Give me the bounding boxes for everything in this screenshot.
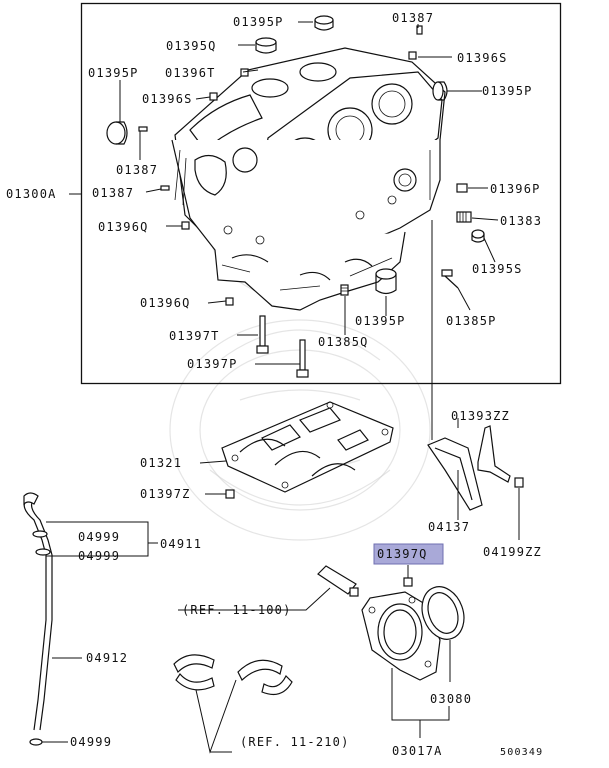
label-01300a[interactable]: 01300A bbox=[6, 187, 57, 201]
label-01395p-left[interactable]: 01395P bbox=[88, 66, 139, 80]
label-01385p[interactable]: 01385P bbox=[446, 314, 497, 328]
engine-block-frame bbox=[80, 2, 562, 385]
label-ref-11-210[interactable]: (REF. 11-210) bbox=[240, 735, 350, 749]
cylinder-block-illustration bbox=[171, 47, 446, 311]
label-01395p-low[interactable]: 01395P bbox=[355, 314, 406, 328]
label-04912[interactable]: 04912 bbox=[86, 651, 128, 665]
ref-parts-illustration bbox=[173, 565, 359, 754]
label-01387-mid[interactable]: 01387 bbox=[116, 163, 158, 177]
label-01395s[interactable]: 01395S bbox=[472, 262, 523, 276]
label-01387-top[interactable]: 01387 bbox=[392, 11, 434, 25]
label-01321[interactable]: 01321 bbox=[140, 456, 182, 470]
label-04999-c[interactable]: 04999 bbox=[70, 735, 112, 749]
label-01383[interactable]: 01383 bbox=[500, 214, 542, 228]
label-04137[interactable]: 04137 bbox=[428, 520, 470, 534]
part-labels: 01395P 01387 01395Q 01396S 01395P 01396T… bbox=[6, 11, 543, 758]
label-01396s-right[interactable]: 01396S bbox=[457, 51, 508, 65]
label-01396t[interactable]: 01396T bbox=[165, 66, 216, 80]
bracket-illustration bbox=[427, 383, 524, 540]
label-01396p[interactable]: 01396P bbox=[490, 182, 541, 196]
label-04199zz[interactable]: 04199ZZ bbox=[483, 545, 542, 559]
dipstick-illustration bbox=[23, 492, 158, 746]
oil-seal-case-illustration bbox=[361, 565, 465, 738]
label-04999-a[interactable]: 04999 bbox=[78, 530, 120, 544]
label-01393zz[interactable]: 01393ZZ bbox=[451, 409, 510, 423]
label-01387-left[interactable]: 01387 bbox=[92, 186, 134, 200]
label-01385q[interactable]: 01385Q bbox=[318, 335, 369, 349]
diagram-number: 500349 bbox=[500, 747, 543, 758]
label-01397t[interactable]: 01397T bbox=[169, 329, 220, 343]
label-01397p[interactable]: 01397P bbox=[187, 357, 238, 371]
leader-lines-block bbox=[69, 21, 499, 383]
label-01396q-left[interactable]: 01396Q bbox=[98, 220, 149, 234]
label-01395q[interactable]: 01395Q bbox=[166, 39, 217, 53]
label-04999-b[interactable]: 04999 bbox=[78, 549, 120, 563]
label-03017a[interactable]: 03017A bbox=[392, 744, 443, 758]
ladder-frame-illustration bbox=[199, 401, 394, 499]
label-03080[interactable]: 03080 bbox=[430, 692, 472, 706]
label-04911[interactable]: 04911 bbox=[160, 537, 202, 551]
label-01396q-low[interactable]: 01396Q bbox=[140, 296, 191, 310]
label-ref-11-100[interactable]: (REF. 11-100) bbox=[182, 603, 292, 617]
label-01396s-left[interactable]: 01396S bbox=[142, 92, 193, 106]
label-01397z[interactable]: 01397Z bbox=[140, 487, 191, 501]
highlight-box bbox=[373, 543, 444, 565]
label-01395p-right[interactable]: 01395P bbox=[482, 84, 533, 98]
label-01395p-top[interactable]: 01395P bbox=[233, 15, 284, 29]
label-01397q[interactable]: 01397Q bbox=[377, 547, 428, 561]
